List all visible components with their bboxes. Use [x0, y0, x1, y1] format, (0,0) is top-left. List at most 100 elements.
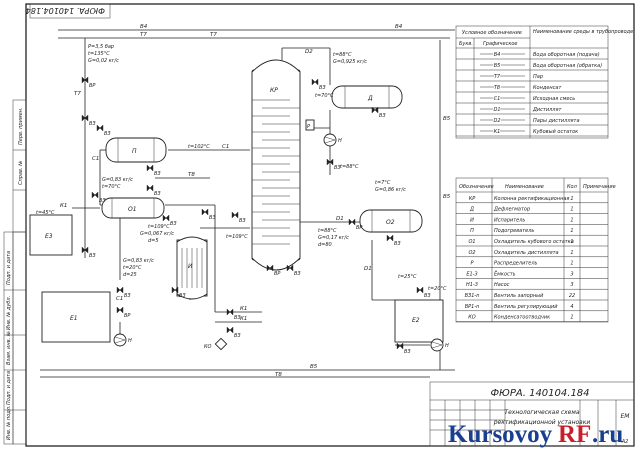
- spec-qty: 3: [570, 271, 573, 277]
- spec-name: Колонна ректификационная: [494, 196, 569, 202]
- svg-text:RF: RF: [558, 421, 591, 448]
- spec-code: О2: [468, 250, 475, 256]
- doc-subtitle: ректификационной установки: [493, 419, 591, 426]
- svg-text:t=70°С: t=70°С: [315, 93, 334, 99]
- legend-code: В4: [494, 52, 501, 58]
- valve-icon: [81, 114, 89, 122]
- svg-text:В5: В5: [443, 194, 451, 200]
- svg-text:К1: К1: [240, 316, 247, 322]
- svg-text:Е2: Е2: [412, 317, 420, 324]
- title-block: ФЮРА. 140104.184 Технологическая схема р…: [429, 381, 635, 447]
- spec-code: ВР1-n: [465, 304, 480, 310]
- spec-qty: 3: [570, 282, 573, 288]
- svg-text:Букв.: Букв.: [459, 41, 473, 47]
- svg-text:G=0,83 кг/с: G=0,83 кг/с: [123, 258, 154, 264]
- valve-label: ВЗ: [379, 113, 386, 119]
- distillation-column: КР: [251, 59, 301, 271]
- legend-code: D2: [493, 118, 500, 124]
- svg-text:t=20°С: t=20°С: [428, 286, 447, 292]
- side-label-4: Подп. и дата: [6, 251, 12, 285]
- spec-qty: 1: [570, 217, 573, 223]
- spec-code: Н1-3: [466, 282, 478, 288]
- svg-text:С1: С1: [92, 156, 99, 162]
- legend-code: D1: [493, 107, 500, 113]
- legend-header-group: Условное обозначение: [462, 30, 522, 36]
- svg-text:G=0,925 кг/с: G=0,925 кг/с: [333, 59, 367, 65]
- valve-label: ВЗ: [239, 218, 246, 224]
- svg-text:П: П: [132, 148, 137, 155]
- cooler-o1: О1: [101, 197, 165, 219]
- svg-text:И: И: [188, 263, 193, 270]
- valve-icon: [326, 158, 334, 166]
- valve-label: ВЗ: [424, 293, 431, 299]
- heater: П: [105, 137, 167, 163]
- side-label-5: Справ. №: [18, 161, 24, 185]
- legend-code: К1: [494, 129, 501, 135]
- svg-text:Примечание: Примечание: [583, 184, 616, 190]
- spec-code: Д: [469, 207, 474, 213]
- valve-icon: [171, 286, 179, 294]
- valve-icon: [201, 208, 209, 216]
- spec-name: Распределитель: [494, 261, 538, 267]
- svg-text:Е1: Е1: [70, 315, 78, 322]
- svg-text:Графическое: Графическое: [483, 41, 517, 47]
- top-stamp: ФЮРА. 140104.184: [26, 3, 111, 19]
- condensate-trap: КО: [204, 337, 228, 351]
- evaporator: И: [176, 236, 208, 300]
- valve-label: ВЗ: [404, 349, 411, 355]
- spec-code: КР: [469, 196, 476, 202]
- legend-name: Пары дистиллята: [533, 118, 580, 124]
- legend-table: Условное обозначение Букв. Графическое Н…: [455, 25, 633, 139]
- valve-label: ВЗ: [394, 241, 401, 247]
- spec-code: И: [470, 217, 474, 223]
- valve-icon: [311, 78, 319, 86]
- valve-icon: [116, 306, 124, 314]
- spec-qty: 1: [570, 239, 573, 245]
- svg-text:t=102°С: t=102°С: [188, 144, 210, 150]
- valve-icon: [226, 326, 234, 334]
- spec-name: Насос: [494, 282, 510, 288]
- spec-qty: 22: [569, 293, 575, 299]
- spec-name: Подогреватель: [494, 228, 534, 234]
- spec-code: Р: [470, 261, 473, 267]
- side-label-6: Перв. примен.: [18, 107, 24, 145]
- legend-code: Т8: [494, 85, 500, 91]
- legend-code: С1: [494, 96, 501, 102]
- spec-name: Ёмкость: [494, 270, 516, 277]
- svg-text:Н: Н: [445, 343, 449, 349]
- svg-text:t=45°С: t=45°С: [36, 210, 55, 216]
- valve-icon: [371, 106, 379, 114]
- pump-h2: Н: [323, 133, 342, 147]
- valve-label: ВЗ: [154, 191, 161, 197]
- column-label: КР: [270, 87, 278, 94]
- svg-text:В4: В4: [395, 24, 403, 30]
- svg-text:Обозначение: Обозначение: [459, 184, 494, 190]
- svg-text:D2: D2: [305, 49, 313, 55]
- tank-e1: Е1: [41, 291, 111, 343]
- valve-label: ВЗ: [234, 333, 241, 339]
- spec-qty: 1: [570, 315, 573, 321]
- svg-text:G=0,17 кг/с: G=0,17 кг/с: [318, 235, 349, 241]
- spec-code: Е1-3: [466, 271, 477, 277]
- valve-label: ВЗ: [170, 221, 177, 227]
- svg-text:КО: КО: [204, 344, 212, 350]
- distributor: Р: [305, 119, 315, 131]
- spec-qty: 1: [570, 196, 573, 202]
- deflegmator: Д: [331, 85, 403, 109]
- legend-name: Пар: [533, 74, 543, 80]
- spec-code: КО: [468, 315, 476, 321]
- svg-text:G=0,86 кг/с: G=0,86 кг/с: [375, 187, 406, 193]
- sheet-format: А2: [621, 439, 629, 445]
- svg-text:Т7: Т7: [210, 32, 217, 38]
- spec-name: Вентиль регулирующий: [494, 304, 558, 310]
- svg-text:С1: С1: [222, 144, 229, 150]
- valve-label: ВЗ: [104, 131, 111, 137]
- svg-text:Р: Р: [307, 124, 310, 130]
- spec-code: П: [470, 228, 474, 234]
- side-label-1: Подп. и дата: [6, 371, 12, 405]
- valve-label: ВР: [89, 83, 95, 89]
- svg-text:Н: Н: [338, 138, 342, 144]
- svg-text:d=80: d=80: [318, 242, 332, 248]
